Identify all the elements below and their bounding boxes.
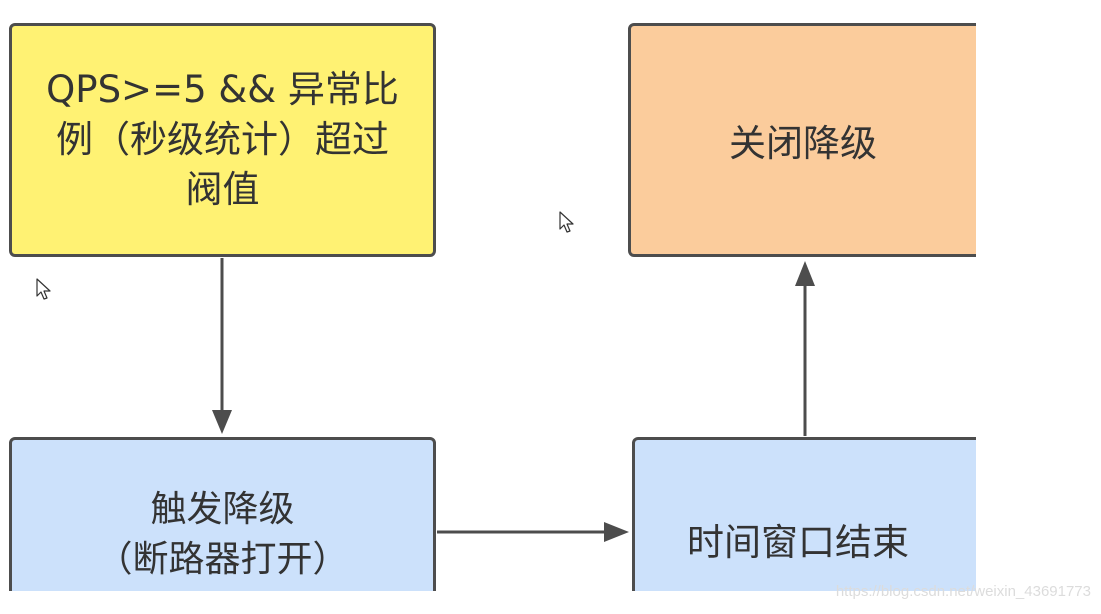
arrow-window-end-to-close	[795, 261, 815, 436]
trigger-degrade-label: 触发降级 （断路器打开）	[96, 489, 349, 580]
arrow-trigger-to-window-end	[437, 522, 629, 542]
window-end-label: 时间窗口结束	[687, 521, 909, 564]
trigger-degrade-node: 触发降级 （断路器打开）	[9, 437, 436, 614]
mouse-cursor-icon	[559, 211, 574, 233]
watermark: https://blog.csdn.net/weixin_43691773	[835, 583, 1091, 600]
window-end-node: 时间窗口结束	[632, 437, 988, 614]
trigger-condition-label: QPS>=5 && 异常比 例（秒级统计）超过 阀值	[46, 68, 399, 211]
close-degrade-label: 关闭降级	[729, 122, 877, 165]
mouse-cursor-icon	[36, 278, 51, 300]
trigger-condition-node: QPS>=5 && 异常比 例（秒级统计）超过 阀值	[9, 23, 436, 257]
crop-mask-bottom	[0, 591, 1101, 614]
crop-mask-right	[976, 0, 1101, 614]
arrow-condition-to-trigger	[212, 258, 232, 434]
